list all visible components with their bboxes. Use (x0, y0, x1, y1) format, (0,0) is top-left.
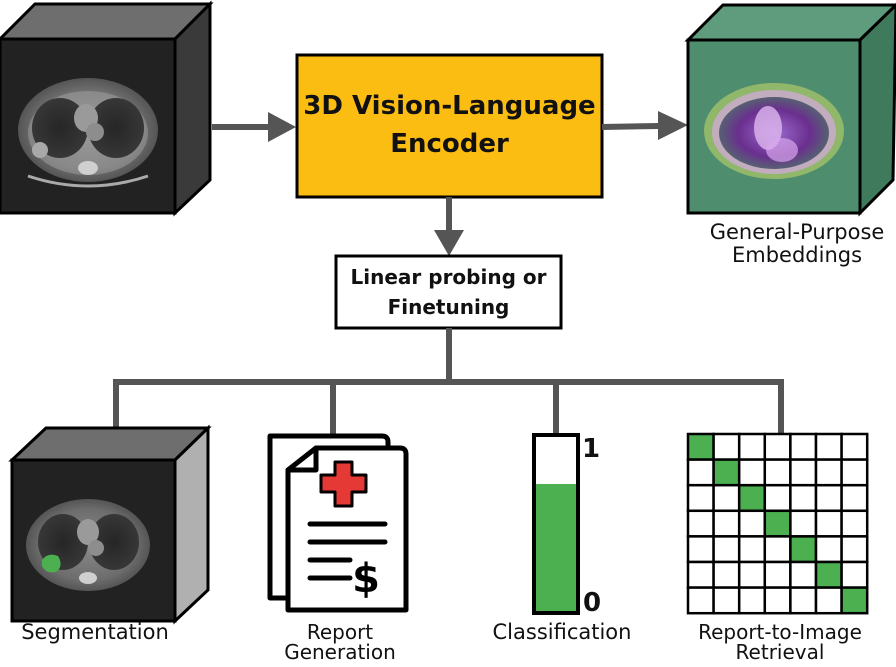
matrix-cell (814, 483, 843, 513)
segmentation-volume-icon (8, 424, 212, 625)
retrieval-label: Report-to-Image Retrieval (668, 622, 892, 662)
matrix-cell (737, 509, 767, 538)
matrix-cell-match (712, 458, 741, 487)
matrix-cell (712, 483, 741, 513)
matrix-cell (763, 586, 792, 615)
matrix-cell (712, 535, 741, 564)
matrix-cell (686, 535, 715, 564)
retrieval-label-line1: Report-to-Image (698, 620, 862, 644)
matrix-cell (763, 458, 792, 487)
matrix-cell (712, 509, 741, 538)
medical-report-icon: $ (267, 433, 409, 613)
matrix-cell (737, 432, 767, 461)
matrix-cell (737, 535, 767, 564)
arrow-ct-to-encoder (212, 112, 296, 142)
segmentation-label: Segmentation (21, 620, 169, 644)
matrix-cell (686, 560, 715, 589)
task-connector-tree (113, 328, 784, 437)
matrix-cell (686, 458, 715, 487)
retrieval-label-line2: Retrieval (735, 640, 825, 664)
adapter-box (334, 254, 563, 330)
matrix-cell (814, 458, 843, 487)
classification-bar-icon (532, 433, 580, 615)
encoder-label: 3D Vision-Language Encoder (297, 55, 602, 197)
matrix-cell (789, 586, 818, 615)
matrix-cell (737, 586, 767, 615)
matrix-cell (840, 535, 869, 564)
matrix-cell (686, 483, 715, 513)
matrix-cell (789, 432, 818, 461)
matrix-cell (712, 432, 741, 461)
matrix-cell (712, 560, 741, 589)
matrix-cell (712, 586, 741, 615)
classification-scale-bottom: 0 (582, 588, 602, 618)
matrix-cell (763, 432, 792, 461)
matrix-cell-match (737, 483, 767, 513)
adapter-label-line1: Linear probing or (350, 265, 547, 289)
encoder-label-line1: 3D Vision-Language (303, 91, 596, 122)
matrix-cell (840, 509, 869, 538)
report-label-line1: Report (306, 620, 374, 644)
matrix-cell (789, 509, 818, 538)
matrix-cell (840, 432, 869, 461)
embeddings-label-line1: General-Purpose (709, 220, 885, 244)
matrix-cell (763, 483, 792, 513)
embeddings-label: General-Purpose Embeddings (705, 222, 889, 266)
matrix-cell (789, 458, 818, 487)
classification-label: Classification (492, 620, 632, 644)
encoder-label-line2: Encoder (390, 129, 509, 159)
classification-bar-fill (536, 483, 576, 611)
matrix-cell (814, 432, 843, 461)
embedding-cube-icon (684, 2, 896, 217)
matrix-cell (686, 509, 715, 538)
adapter-label: Linear probing or Finetuning (336, 256, 561, 328)
matrix-cell-match (686, 432, 715, 461)
matrix-cell (763, 560, 792, 589)
adapter-label-line2: Finetuning (387, 295, 510, 319)
matrix-cell (840, 458, 869, 487)
matrix-cell (763, 535, 792, 564)
matrix-cell (814, 586, 843, 615)
matrix-cell (814, 509, 843, 538)
ct-volume-icon (0, 0, 214, 217)
report-label-line2: Generation (284, 640, 396, 664)
segmentation-mask (42, 554, 61, 573)
svg-text:$: $ (352, 556, 380, 602)
matrix-cell-match (763, 509, 792, 538)
matrix-cell-match (789, 535, 818, 564)
matrix-cell (840, 483, 869, 513)
arrow-encoder-to-embeddings (601, 111, 688, 140)
matrix-cell (686, 586, 715, 615)
matrix-cell (737, 458, 767, 487)
matrix-cell (840, 560, 869, 589)
arrow-encoder-to-adapter (434, 197, 464, 256)
matrix-cell (789, 483, 818, 513)
matrix-cell-match (840, 586, 869, 615)
report-generation-label: Report Generation (265, 622, 415, 662)
matrix-cell (789, 560, 818, 589)
retrieval-matrix-icon (686, 432, 869, 615)
matrix-cell (737, 560, 767, 589)
matrix-cell-match (814, 560, 843, 589)
encoder-box (295, 53, 604, 199)
embeddings-label-line2: Embeddings (731, 243, 863, 267)
matrix-cell (814, 535, 843, 564)
classification-scale-top: 1 (581, 434, 601, 464)
